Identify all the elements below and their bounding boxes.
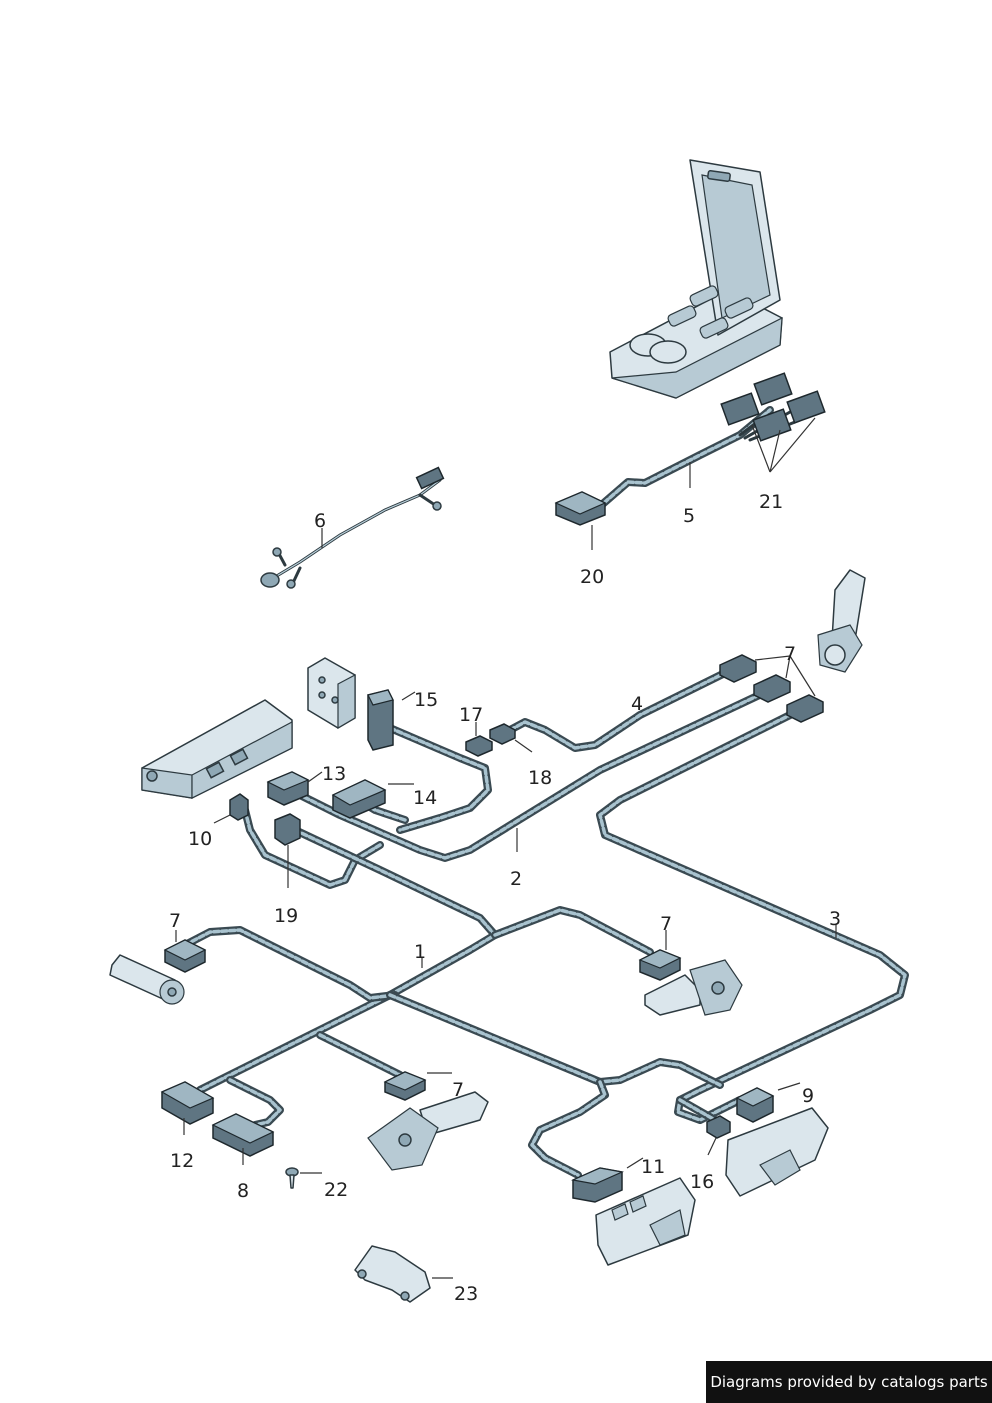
callout-17: 17 [459, 704, 483, 726]
harness-1 [181, 806, 724, 1179]
callout-10: 10 [188, 828, 212, 850]
seat-motor-left [109, 954, 185, 1005]
callout-22: 22 [324, 1179, 348, 1201]
screw-22 [285, 1167, 299, 1189]
callout-19: 19 [274, 905, 298, 927]
callout-labels: 1 2 3 4 5 6 7 7 7 7 8 9 10 11 12 13 14 1… [169, 491, 841, 1305]
callout-14: 14 [413, 787, 437, 809]
connectors-21 [720, 372, 826, 442]
callout-3: 3 [829, 908, 841, 930]
control-unit [141, 699, 293, 799]
bracket-23 [354, 1245, 431, 1303]
connector-18 [489, 723, 516, 745]
callout-4: 4 [631, 693, 643, 715]
relay-block [307, 657, 356, 730]
callout-20: 20 [580, 566, 604, 588]
connector-12 [160, 1081, 215, 1125]
connector-9 [735, 1087, 775, 1123]
callout-11: 11 [641, 1156, 665, 1178]
footer-credit-text: Diagrams provided by catalogs parts [710, 1373, 988, 1391]
harness-6 [260, 466, 445, 589]
connector-16 [706, 1115, 731, 1139]
callout-7-right: 7 [660, 913, 672, 935]
seat-motor-right [644, 959, 743, 1016]
callout-1: 1 [414, 941, 426, 963]
connector-7-lower [383, 1071, 427, 1101]
callout-7-top: 7 [784, 643, 796, 665]
callout-7-lower: 7 [452, 1079, 464, 1101]
callout-2: 2 [510, 868, 522, 890]
connector-19 [274, 813, 301, 846]
leader-lines [175, 417, 837, 1279]
callout-13: 13 [322, 763, 346, 785]
seat-motor-upper-right [817, 569, 866, 673]
seat-motor-lower [367, 1091, 489, 1171]
seat-control-panel [609, 159, 783, 399]
connector-8 [211, 1113, 275, 1157]
callout-8: 8 [237, 1180, 249, 1202]
connector-20 [554, 491, 607, 526]
harness-4 [506, 664, 739, 752]
seat-switch-module-right [725, 1107, 829, 1197]
callout-5: 5 [683, 505, 695, 527]
connector-10 [229, 793, 249, 821]
connector-13 [266, 771, 310, 806]
callout-18: 18 [528, 767, 552, 789]
connector-15 [367, 689, 394, 751]
footer-credit: Diagrams provided by catalogs parts [706, 1361, 992, 1403]
callout-15: 15 [414, 689, 438, 711]
callout-9: 9 [802, 1085, 814, 1107]
callout-6: 6 [314, 510, 326, 532]
callout-7-left: 7 [169, 910, 181, 932]
connector-7-right [638, 949, 682, 981]
connector-11 [570, 1167, 625, 1203]
connector-7-left [163, 939, 207, 973]
connector-14 [331, 779, 387, 819]
callout-21: 21 [759, 491, 783, 513]
harness-3 [596, 706, 909, 1124]
callout-12: 12 [170, 1150, 194, 1172]
connector-17 [465, 735, 493, 757]
seat-switch-module-left [595, 1177, 696, 1266]
callout-16: 16 [690, 1171, 714, 1193]
connectors-7-top [719, 654, 824, 723]
callout-23: 23 [454, 1283, 478, 1305]
